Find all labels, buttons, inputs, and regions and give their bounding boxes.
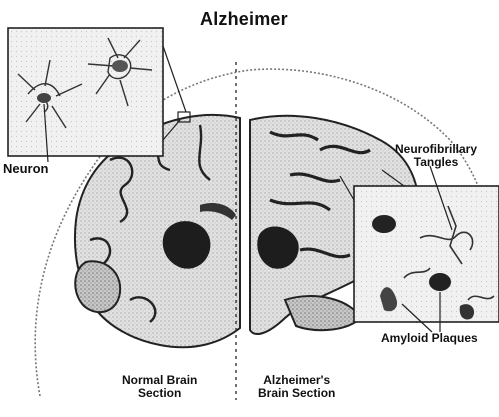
neurofibrillary-tangles-label: Neurofibrillary Tangles	[395, 143, 477, 168]
alz-label-line1: Alzheimer's	[258, 374, 335, 387]
alzheimers-brain-section-label: Alzheimer's Brain Section	[258, 374, 335, 399]
amyloid-plaques-label: Amyloid Plaques	[381, 332, 478, 345]
normal-label-line1: Normal Brain	[122, 374, 197, 387]
normal-label-line2: Section	[122, 387, 197, 400]
tangles-label-line1: Neurofibrillary	[395, 143, 477, 156]
pathology-inset	[354, 186, 499, 322]
neuron-inset	[8, 28, 163, 156]
diagram-title: Alzheimer	[200, 10, 288, 29]
alz-label-line2: Brain Section	[258, 387, 335, 400]
normal-brain-section-label: Normal Brain Section	[122, 374, 197, 399]
tangles-label-line2: Tangles	[395, 156, 477, 169]
neuron-label: Neuron	[3, 162, 49, 176]
